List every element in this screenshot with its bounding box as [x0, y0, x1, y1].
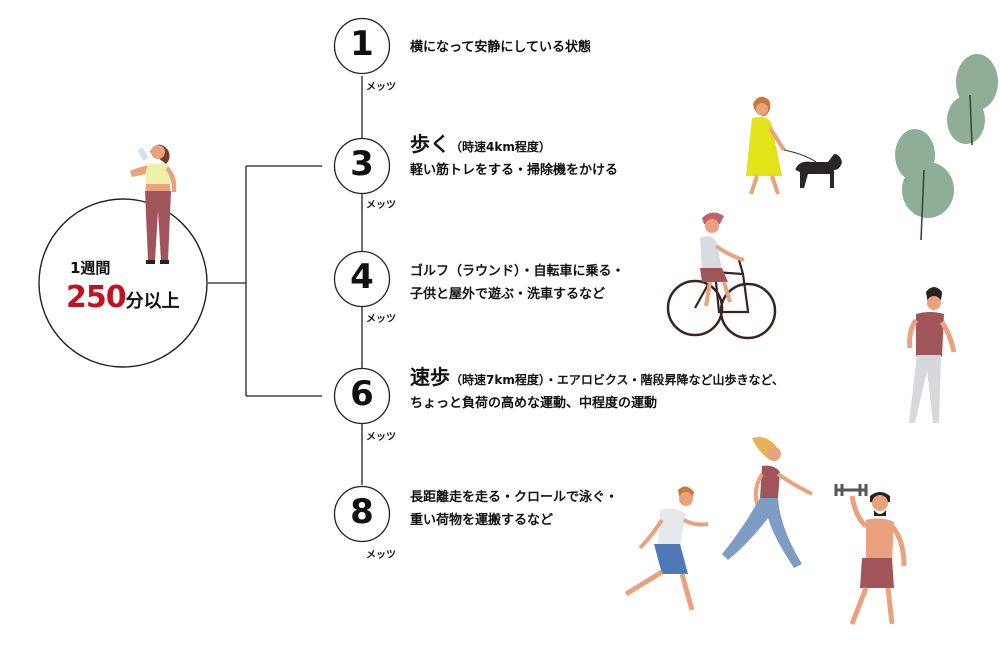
level-desc-6: 速歩（時速7km程度）・エアロビクス・階段昇降など山歩きなど、 ちょっと負荷の高…	[410, 366, 784, 415]
hub-suffix: 分以上	[125, 291, 180, 312]
level-circle-4	[333, 250, 391, 308]
level-value-3: 3	[350, 144, 374, 184]
level-desc-1-line1: 横になって安静にしている状態	[410, 40, 591, 55]
level-circle-1	[333, 17, 391, 75]
hub-number: 250	[66, 280, 127, 315]
hub-line1: 1週間	[70, 259, 111, 277]
level-desc-8: 長距離走を走る・クロールで泳ぐ・ 重い荷物を運搬するなど	[410, 486, 618, 532]
woman-walking-dog-illustration	[746, 96, 842, 195]
level-desc-4-line1: ゴルフ（ラウンド）・自転車に乗る・	[410, 264, 625, 279]
hub-duration: 250分以上	[66, 280, 180, 315]
level-desc-6-line2: ちょっと負荷の高めな運動、中程度の運動	[410, 396, 658, 411]
level-unit-8: メッツ	[366, 550, 396, 561]
level-desc-6-note: （時速7km程度）・エアロビクス・階段昇降など山歩きなど、	[450, 373, 784, 387]
man-dumbbell-illustration	[834, 484, 907, 625]
level-unit-4: メッツ	[366, 314, 396, 325]
woman-drinking-illustration	[130, 144, 177, 264]
level-unit-6: メッツ	[366, 432, 396, 443]
runner-man-illustration	[624, 486, 709, 611]
level-desc-3-title: 歩く	[410, 132, 450, 156]
level-desc-4: ゴルフ（ラウンド）・自転車に乗る・ 子供と屋外で遊ぶ・洗車するなど	[410, 260, 625, 306]
level-desc-4-line2: 子供と屋外で遊ぶ・洗車するなど	[410, 287, 606, 302]
level-value-1: 1	[350, 24, 374, 64]
level-unit-3: メッツ	[366, 200, 396, 211]
level-circle-6	[333, 367, 391, 425]
level-value-4: 4	[350, 257, 374, 297]
level-desc-6-title: 速歩	[410, 365, 450, 389]
level-circle-8	[333, 485, 391, 543]
level-desc-3: 歩く（時速4km程度） 軽い筋トレをする・掃除機をかける	[410, 133, 618, 182]
level-desc-8-line2: 重い荷物を運搬するなど	[410, 513, 554, 528]
level-desc-8-line1: 長距離走を走る・クロールで泳ぐ・	[410, 490, 619, 505]
level-desc-3-note: （時速4km程度）	[450, 140, 551, 154]
man-fast-walking-illustration	[907, 287, 957, 423]
trees-illustration	[895, 54, 998, 241]
level-desc-3-line2: 軽い筋トレをする・掃除機をかける	[410, 163, 619, 178]
runner-woman-illustration	[722, 437, 813, 568]
level-desc-1: 横になって安静にしている状態	[410, 36, 591, 59]
level-value-8: 8	[350, 492, 374, 532]
level-value-6: 6	[350, 374, 374, 414]
level-circle-3	[333, 137, 391, 195]
cyclist-illustration	[666, 212, 777, 340]
level-unit-1: メッツ	[366, 82, 396, 93]
